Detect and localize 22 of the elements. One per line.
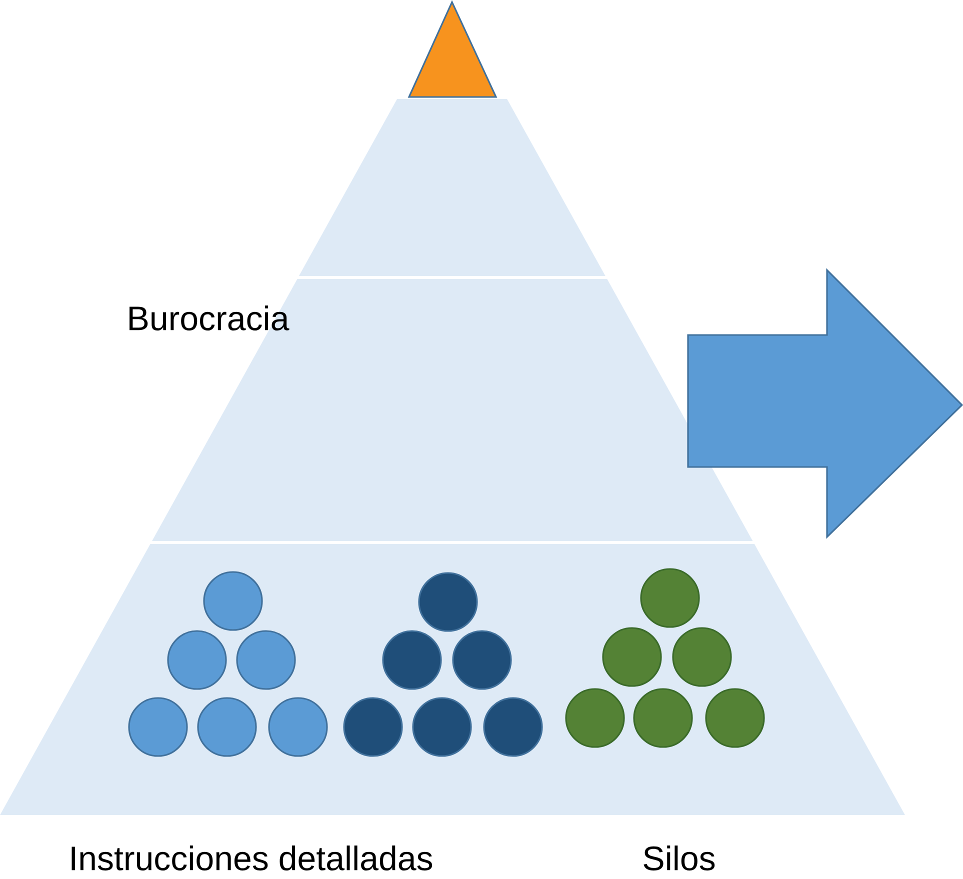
- circle: [236, 630, 296, 690]
- circle: [197, 697, 257, 757]
- circle: [382, 630, 442, 690]
- caption-text: Instrucciones detalladas: [72, 846, 432, 870]
- circle: [203, 571, 263, 631]
- circle: [640, 568, 700, 628]
- circle: [343, 697, 403, 757]
- circle: [705, 688, 765, 748]
- circle: [167, 630, 227, 690]
- caption-text: Silos: [644, 846, 715, 870]
- circle: [418, 572, 478, 632]
- circle: [672, 627, 732, 687]
- circle: [128, 697, 188, 757]
- circle: [633, 688, 693, 748]
- circle: [412, 697, 472, 757]
- circle: [565, 688, 625, 748]
- circle: [483, 697, 543, 757]
- circle: [452, 630, 512, 690]
- band-label: Burocracia: [130, 306, 290, 330]
- pyramid-band: [298, 99, 606, 276]
- circle: [268, 697, 328, 757]
- circle: [602, 627, 662, 687]
